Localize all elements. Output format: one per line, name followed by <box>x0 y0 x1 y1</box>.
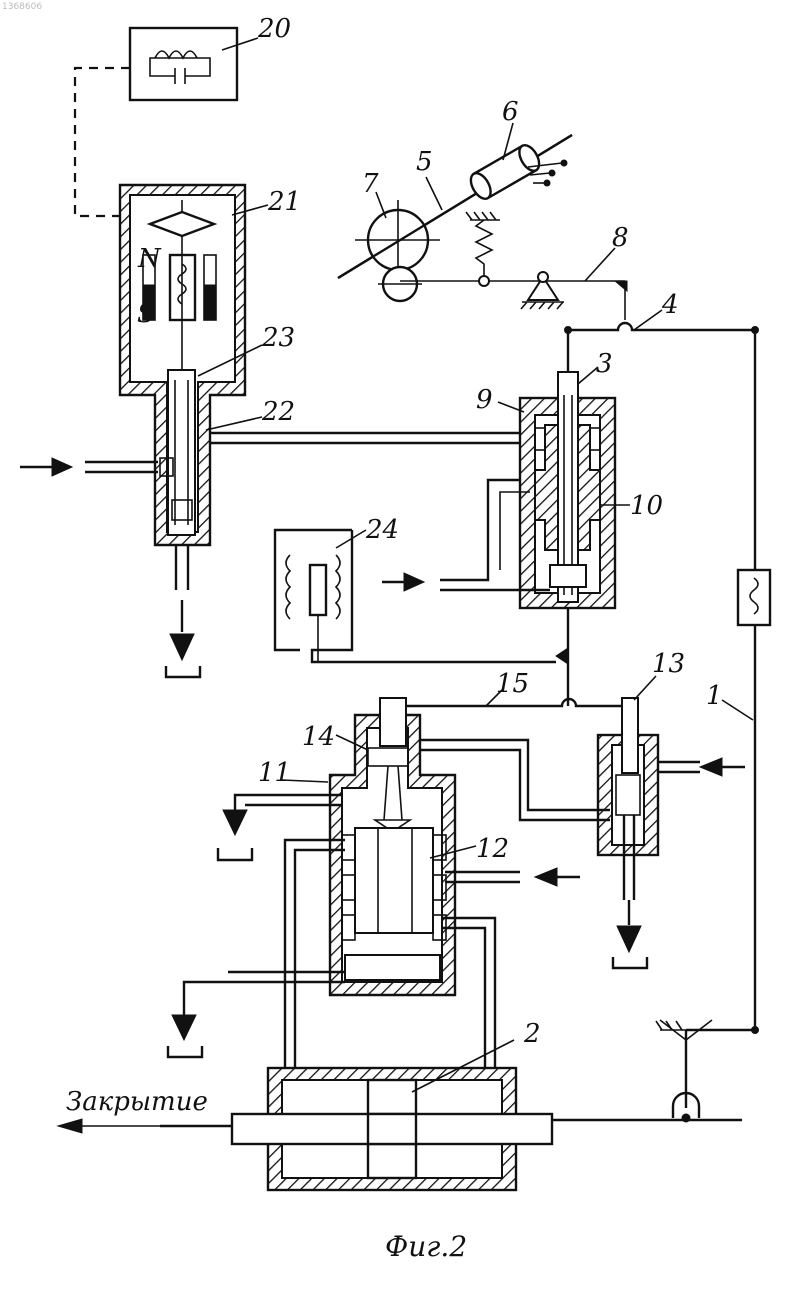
label-15: 15 <box>496 669 529 699</box>
drain-tank-sensor <box>166 666 200 677</box>
label-11: 11 <box>258 758 291 788</box>
drain-tank-pilot <box>613 957 647 968</box>
label-6: 6 <box>502 97 519 127</box>
label-13: 13 <box>652 649 685 679</box>
label-21: 21 <box>267 187 301 217</box>
spring <box>476 220 492 276</box>
label-3: 3 <box>596 349 613 379</box>
label-1: 1 <box>706 681 723 711</box>
drain-arrow-distributor-bottom <box>172 1015 196 1040</box>
inlet-arrow-relay <box>404 573 424 591</box>
label-12: 12 <box>476 834 509 864</box>
distributor-plunger-14 <box>380 698 406 746</box>
label-8: 8 <box>612 223 629 253</box>
main-distributor-11 <box>330 698 455 995</box>
label-23: 23 <box>261 323 295 353</box>
linkage-spring-element <box>738 570 770 625</box>
label-9: 9 <box>476 385 493 415</box>
watermark-text: 1368606 <box>2 2 42 12</box>
inlet-arrow-sensor <box>52 458 72 476</box>
closing-direction-arrow <box>58 1119 82 1133</box>
drain-arrow-pilot <box>617 926 641 952</box>
power-cylinder-2 <box>232 1068 552 1190</box>
label-20: 20 <box>257 14 291 44</box>
drain-arrow-sensor <box>170 634 194 660</box>
south-pole-label: S <box>137 299 155 329</box>
distributor-spool-12 <box>355 828 433 933</box>
transformer-block-24 <box>275 530 556 662</box>
label-7: 7 <box>362 169 379 199</box>
inlet-arrow-pilot <box>700 758 722 776</box>
label-4: 4 <box>661 290 679 320</box>
hydraulic-relay-9 <box>520 372 615 608</box>
drain-tank-distributor-top <box>218 848 252 860</box>
oscillator-block-20 <box>130 28 237 100</box>
shaft-assembly <box>338 135 572 301</box>
lever-8 <box>400 212 627 320</box>
inlet-arrow-distributor <box>535 868 557 886</box>
closing-direction-label: Закрытие <box>66 1087 208 1117</box>
linkage-15 <box>382 699 632 706</box>
label-10: 10 <box>630 491 663 521</box>
drain-tank-distributor-bottom <box>168 1046 202 1057</box>
label-22: 22 <box>261 397 295 427</box>
pilot-valve-13 <box>598 698 658 900</box>
north-pole-label: N <box>137 244 162 274</box>
label-2: 2 <box>523 1019 541 1049</box>
label-5: 5 <box>416 147 433 177</box>
figure-caption: Фиг.2 <box>385 1230 467 1263</box>
label-24: 24 <box>365 515 399 545</box>
relay-inlet-line <box>440 480 520 580</box>
drain-arrow-distributor-top <box>223 810 247 835</box>
label-14: 14 <box>302 722 335 752</box>
